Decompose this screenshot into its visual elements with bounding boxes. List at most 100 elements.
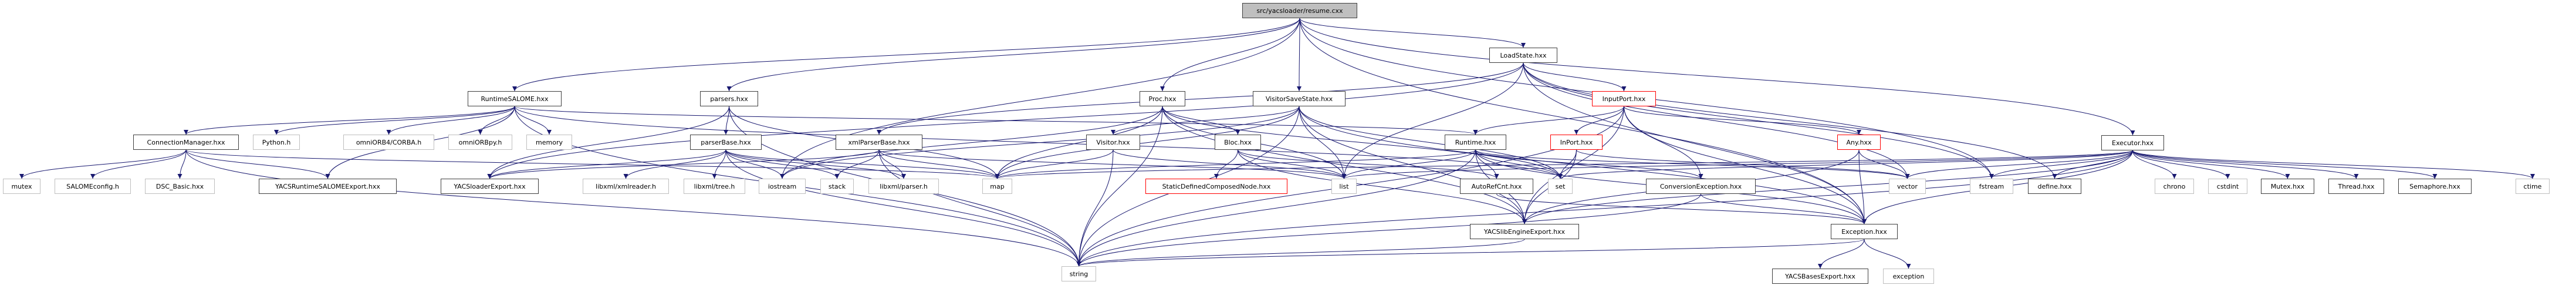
edge-ConnectionManager-to-mutex — [19, 149, 187, 179]
edge-root-to-parsers — [726, 18, 1300, 92]
edge-xmlParserBase-to-libxmlparser — [878, 149, 906, 179]
node-label: parserBase.hxx — [701, 138, 751, 146]
edge-VisitorSaveState-to-iostream — [780, 106, 1300, 179]
node-thread[interactable]: Thread.hxx — [2328, 179, 2384, 194]
edge-AutoRefCnt-to-Exception — [1496, 193, 1867, 224]
node-label: InputPort.hxx — [1602, 95, 1646, 103]
node-runtime[interactable]: Runtime.hxx — [1445, 135, 1506, 150]
node-label: mutex — [11, 182, 32, 190]
edge-Proc-to-Bloc — [1162, 106, 1240, 135]
edge-Proc-to-YACSlibEngineExport — [1162, 106, 1527, 224]
node-yacsloaderexport[interactable]: YACSloaderExport.hxx — [441, 179, 539, 194]
node-loadstate[interactable]: LoadState.hxx — [1489, 48, 1557, 63]
node-label: Executor.hxx — [2112, 139, 2154, 147]
edge-ConversionException-to-Exception — [1701, 193, 1867, 224]
edge-ConnectionManager-to-YACSRuntimeSALOMEExport — [185, 149, 330, 179]
node-libxmlparser: libxml/parser.h — [868, 179, 939, 194]
node-parserbase[interactable]: parserBase.hxx — [690, 135, 762, 150]
node-tree: libxml/tree.h — [684, 179, 745, 194]
edge-Proc-to-map — [995, 106, 1163, 179]
edge-Any-to-Exception — [1858, 149, 1867, 224]
node-semaphore[interactable]: Semaphore.hxx — [2398, 179, 2472, 194]
edge-parserBase-to-tree — [712, 149, 726, 179]
node-dsc_basic: DSC_Basic.hxx — [145, 179, 215, 194]
node-proc[interactable]: Proc.hxx — [1140, 91, 1185, 106]
node-autorefcnt[interactable]: AutoRefCnt.hxx — [1460, 179, 1533, 194]
edge-Executor-to-map — [995, 150, 2133, 179]
edge-Executor-to-YACSlibEngineExport — [1522, 150, 2133, 224]
edge-xmlParserBase-to-stack — [834, 149, 880, 179]
edge-Runtime-to-vector — [1475, 149, 1910, 179]
edge-Proc-to-string — [1076, 106, 1163, 267]
node-label: Thread.hxx — [2338, 182, 2375, 190]
edge-Bloc-to-AutoRefCnt — [1238, 149, 1499, 179]
node-yacslibengineexport[interactable]: YACSlibEngineExport.hxx — [1470, 224, 1579, 239]
edge-Exception-to-exception — [1864, 239, 1911, 269]
node-label: YACSBasesExport.hxx — [1785, 272, 1855, 280]
edge-Executor-to-chrono — [2132, 150, 2177, 179]
node-label: memory — [536, 138, 563, 146]
node-xmlparserbase[interactable]: xmlParserBase.hxx — [836, 135, 922, 150]
node-label: Runtime.hxx — [1455, 138, 1496, 146]
edge-LoadState-to-list — [1341, 62, 1524, 179]
edge-YACSlibEngineExport-to-string — [1076, 239, 1525, 267]
node-mutex: mutex — [3, 179, 40, 194]
node-label: Semaphore.hxx — [2409, 182, 2460, 190]
node-visitor[interactable]: Visitor.hxx — [1086, 135, 1140, 150]
node-corba: omniORB4/CORBA.h — [343, 135, 434, 150]
node-set: set — [1548, 179, 1573, 194]
node-root[interactable]: src/yacsloader/resume.cxx — [1242, 3, 1357, 18]
node-label: xmlParserBase.hxx — [848, 138, 910, 146]
node-exception[interactable]: Exception.hxx — [1831, 224, 1898, 239]
node-any: Any.hxx — [1837, 135, 1881, 150]
node-executor[interactable]: Executor.hxx — [2101, 135, 2164, 150]
edge-root-to-iostream — [780, 18, 1300, 179]
edge-InputPort-to-Any — [1624, 106, 1861, 135]
edge-Exception-to-string — [1076, 239, 1865, 267]
edge-ConnectionManager-to-map — [185, 149, 1000, 179]
edge-Runtime-to-list — [1341, 149, 1476, 179]
edge-RuntimeSALOME-to-omniORBpy — [478, 106, 515, 135]
edge-Executor-to-ctime — [2132, 150, 2535, 179]
node-label: cstdint — [2216, 182, 2239, 190]
node-label: YACSloaderExport.hxx — [454, 182, 526, 190]
edge-LoadState-to-fstream — [1523, 62, 1994, 179]
edge-InputPort-to-InPort — [1574, 106, 1624, 135]
edge-VisitorSaveState-to-YACSlibEngineExport — [1299, 106, 1527, 224]
node-label: ctime — [2523, 182, 2542, 190]
node-label: SALOMEconfig.h — [66, 182, 119, 190]
edge-Runtime-to-set — [1475, 149, 1563, 179]
edge-Proc-to-iostream — [780, 106, 1163, 179]
node-ctime: ctime — [2516, 179, 2550, 194]
edge-RuntimeSALOME-to-ConnectionManager — [184, 106, 515, 135]
edge-root-to-LoadState — [1299, 18, 1526, 48]
node-memory: memory — [526, 135, 572, 150]
node-label: VisitorSaveState.hxx — [1265, 95, 1333, 103]
edge-VisitorSaveState-to-set — [1299, 106, 1563, 179]
node-conversionexception[interactable]: ConversionException.hxx — [1646, 179, 1756, 194]
edge-Bloc-to-YACSlibEngineExport — [1238, 149, 1527, 224]
edge-root-to-Exception — [1299, 18, 1867, 224]
node-label: map — [990, 182, 1005, 190]
node-exception: exception — [1883, 269, 1934, 284]
node-define[interactable]: define.hxx — [2028, 179, 2081, 194]
edge-root-to-Proc — [1160, 18, 1300, 92]
node-connectionmanager[interactable]: ConnectionManager.hxx — [133, 135, 239, 150]
node-mutex[interactable]: Mutex.hxx — [2261, 179, 2314, 194]
node-label: YACSRuntimeSALOMEExport.hxx — [275, 182, 380, 190]
node-bloc[interactable]: Bloc.hxx — [1215, 135, 1261, 150]
node-parsers[interactable]: parsers.hxx — [700, 91, 758, 106]
node-yacsruntimesalomeexport[interactable]: YACSRuntimeSALOMEExport.hxx — [259, 179, 397, 194]
edge-RuntimeSALOME-to-CORBA — [386, 106, 515, 135]
node-map: map — [982, 179, 1012, 194]
node-runtimesalome[interactable]: RuntimeSALOME.hxx — [468, 91, 562, 106]
node-stack: stack — [820, 179, 854, 194]
node-label: YACSlibEngineExport.hxx — [1483, 227, 1566, 236]
node-yacsbasesexport[interactable]: YACSBasesExport.hxx — [1772, 269, 1868, 284]
node-label: omniORB4/CORBA.h — [356, 138, 422, 146]
node-label: Mutex.hxx — [2270, 182, 2305, 190]
node-visitorsavestate[interactable]: VisitorSaveState.hxx — [1253, 91, 1346, 106]
node-label: Visitor.hxx — [1096, 138, 1130, 146]
